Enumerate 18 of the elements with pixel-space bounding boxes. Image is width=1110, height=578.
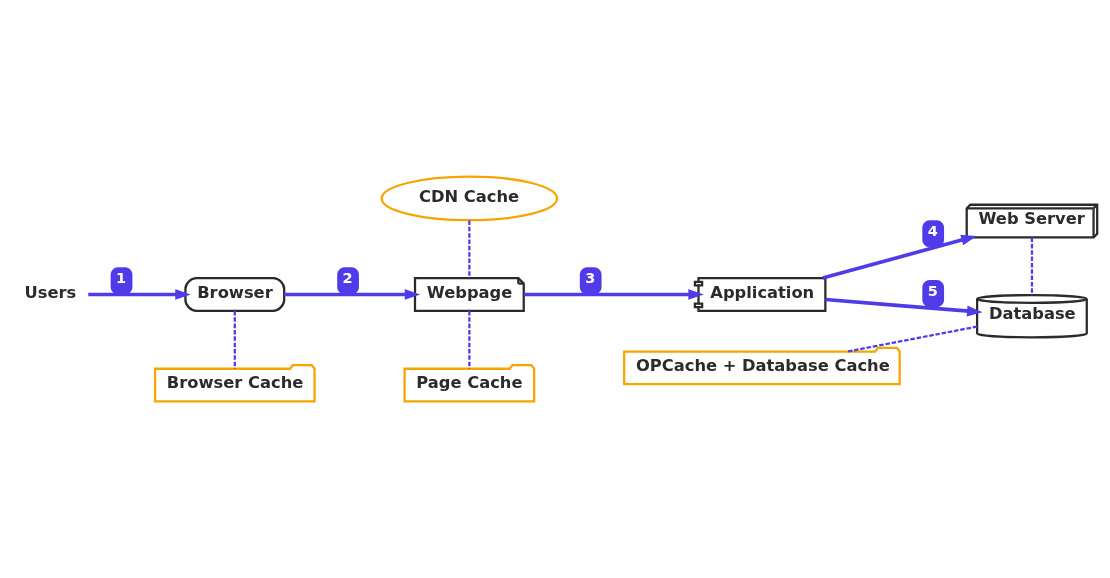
connector xyxy=(468,220,471,278)
edge-label: 3 xyxy=(585,270,596,287)
connector xyxy=(847,325,978,353)
connector xyxy=(468,310,471,369)
edge-label: 5 xyxy=(927,283,938,300)
arrow xyxy=(825,297,983,317)
connector xyxy=(233,310,236,369)
arrow xyxy=(822,234,977,280)
node-box: Browser xyxy=(184,277,286,312)
edge-label: 1 xyxy=(116,270,127,287)
edge-label: 4 xyxy=(927,223,938,240)
node-text: Users xyxy=(24,282,77,302)
node-ellipse: CDN Cache xyxy=(380,175,559,222)
arrow xyxy=(284,289,421,300)
arrow xyxy=(88,289,191,300)
connector xyxy=(1030,237,1034,295)
arrow xyxy=(523,289,704,300)
edge-label: 2 xyxy=(342,270,353,287)
